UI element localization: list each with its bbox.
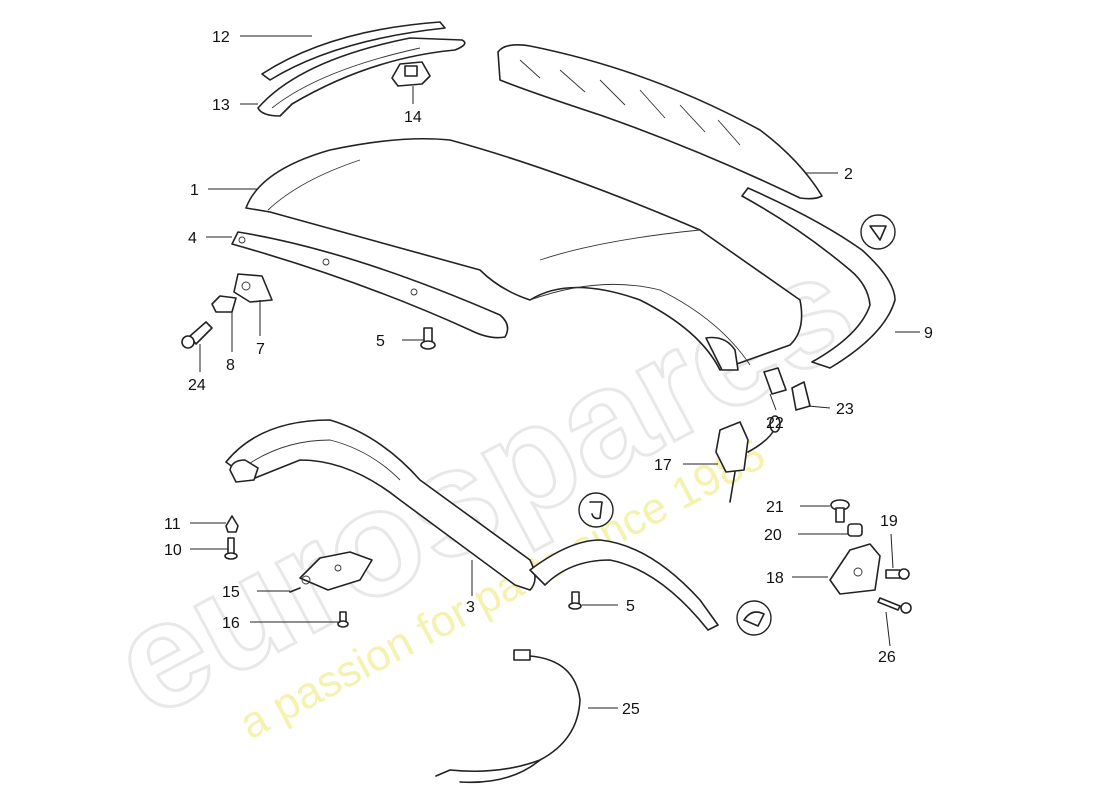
- part-14-clip: [391, 61, 431, 87]
- callout-18: 18: [766, 570, 784, 587]
- part-4-front-seal: [231, 231, 509, 339]
- part-26-screw: [877, 597, 912, 614]
- callout-14: 14: [404, 109, 422, 126]
- callout-3: 3: [466, 599, 475, 616]
- part-5-screw-upper: [420, 327, 436, 350]
- callout-23: 23: [836, 401, 854, 418]
- callout-8: 8: [226, 357, 235, 374]
- part-11-nut: [225, 515, 239, 533]
- callout-25: 25: [622, 701, 640, 718]
- symbol-hook-icon: [578, 492, 614, 528]
- callout-19: 19: [880, 513, 898, 530]
- callout-9: 9: [924, 325, 933, 342]
- part-25-cable: [435, 649, 581, 784]
- callout-24: 24: [188, 377, 206, 394]
- callout-22: 22: [766, 415, 784, 432]
- symbol-clip-icon: [860, 214, 896, 250]
- part-21-bolt: [830, 499, 850, 523]
- part-20-bushing: [847, 523, 863, 537]
- callout-13: 13: [212, 97, 230, 114]
- callout-26: 26: [878, 649, 896, 666]
- part-1-hardtop-shell: [245, 137, 803, 371]
- part-13-seal-frame: [257, 37, 466, 117]
- part-7-bracket: [233, 273, 273, 303]
- part-17-latch: [715, 415, 781, 503]
- part-9-side-seal: [741, 187, 896, 369]
- part-5-screw-lower: [568, 591, 582, 610]
- callout-7: 7: [256, 341, 265, 358]
- part-15-hinge: [289, 551, 373, 593]
- callout-12: 12: [212, 29, 230, 46]
- part-19-bolt: [885, 568, 910, 580]
- part-8-pad: [211, 295, 237, 313]
- callout-1: 1: [190, 182, 199, 199]
- part-22-plate: [763, 367, 787, 395]
- callout-16: 16: [222, 615, 240, 632]
- part-3-frame-arc: [529, 539, 719, 631]
- callout-21: 21: [766, 499, 784, 516]
- callout-20: 20: [764, 527, 782, 544]
- callout-5-upper: 5: [376, 333, 385, 350]
- callout-15: 15: [222, 584, 240, 601]
- symbol-tool-icon: [736, 600, 772, 636]
- part-18-bracket: [829, 543, 881, 595]
- part-2-rear-window: [497, 44, 823, 200]
- part-16-screw: [337, 611, 349, 628]
- callout-17: 17: [654, 457, 672, 474]
- part-12-strip: [261, 21, 446, 81]
- part-3-frame: [225, 419, 536, 591]
- callouts: 12 13 14 1 2 4 9 5 8 7 24 22 23 17 21 20…: [164, 29, 933, 718]
- leader-lines: [190, 35, 920, 709]
- callout-11: 11: [164, 516, 181, 533]
- part-24-bolt: [181, 321, 213, 349]
- callout-4: 4: [188, 230, 197, 247]
- callout-2: 2: [844, 166, 853, 183]
- part-10-screw: [224, 537, 238, 560]
- callout-5-lower: 5: [626, 598, 635, 615]
- callout-10: 10: [164, 542, 182, 559]
